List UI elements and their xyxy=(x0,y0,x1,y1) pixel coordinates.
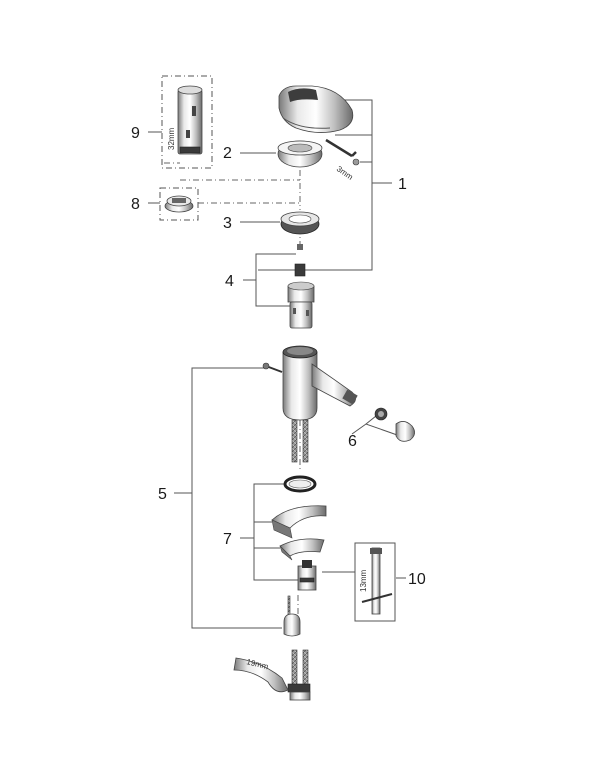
part-10-tool: 13mm xyxy=(354,542,396,622)
leader-lines xyxy=(148,99,406,629)
part-4-cartridge xyxy=(287,244,315,329)
part-9-sleeve: 32mm xyxy=(161,75,213,169)
part-5-mixer-body xyxy=(262,345,358,463)
dimension-label-3mm: 3mm xyxy=(335,164,355,182)
callout-5: 5 xyxy=(158,486,167,503)
callout-7: 7 xyxy=(223,531,232,548)
part-2-cap xyxy=(277,140,323,168)
callout-3: 3 xyxy=(223,215,232,232)
callout-1: 1 xyxy=(398,176,407,193)
part-8-adapter xyxy=(159,187,199,221)
dimension-label-32mm: 32mm xyxy=(167,127,176,150)
callout-numbers: 1 2 3 4 5 6 7 8 9 10 xyxy=(131,125,426,588)
part-3-threaded-ring xyxy=(280,211,320,235)
part-6-swivel-aerator xyxy=(374,407,415,442)
callout-4: 4 xyxy=(225,273,234,290)
callout-6: 6 xyxy=(348,433,357,450)
callout-9: 9 xyxy=(131,125,140,142)
part-1-lever-handle: 3mm xyxy=(278,85,360,182)
connection-hoses: 19mm xyxy=(233,649,311,701)
pull-rod-knob xyxy=(283,595,301,637)
dimension-label-13mm: 13mm xyxy=(359,569,368,592)
callout-2: 2 xyxy=(223,145,232,162)
part-7-fixing-set xyxy=(271,475,327,591)
callout-10: 10 xyxy=(408,571,426,588)
callout-8: 8 xyxy=(131,196,140,213)
